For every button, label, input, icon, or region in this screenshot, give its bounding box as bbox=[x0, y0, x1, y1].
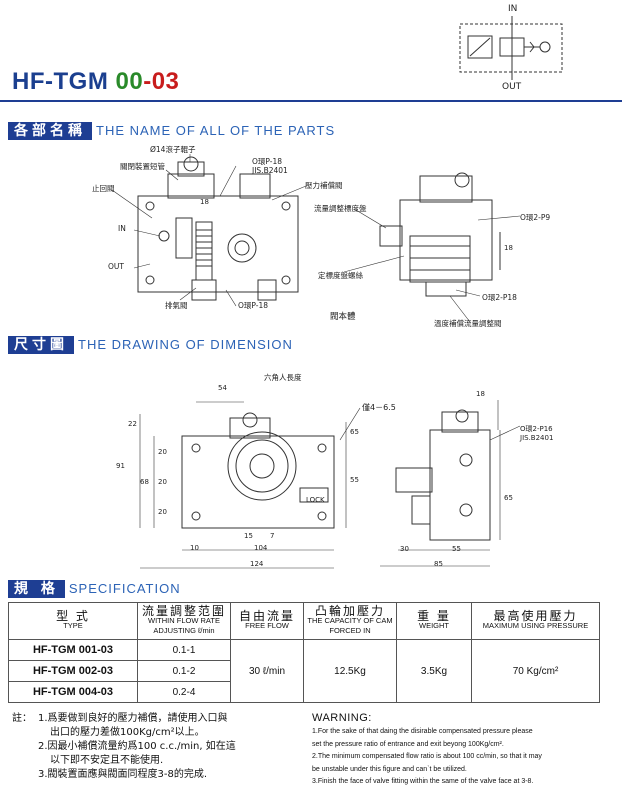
notes-block: 註： 1.爲要做到良好的壓力補償，請使用入口與 出口的壓力差做100Kg/cm²… bbox=[12, 712, 312, 782]
table-row: HF-TGM 002-03 0.1-2 bbox=[8, 660, 600, 682]
dim-15: 15 bbox=[244, 532, 253, 540]
label-oring-p18-top: O環P-18 bbox=[252, 157, 283, 166]
dim-oring-2p16: O環2-P16 bbox=[520, 425, 553, 433]
series-a: 00 bbox=[115, 68, 144, 95]
dim-30: 30 bbox=[400, 545, 409, 553]
dim-85: 85 bbox=[434, 560, 443, 568]
series-dash: - bbox=[143, 68, 152, 95]
section-spec-en: SPECIFICATION bbox=[68, 581, 181, 596]
cell-type: HF-TGM 002-03 bbox=[8, 660, 138, 682]
warning-block: WARNING: 1.For the sake of that daing th… bbox=[312, 712, 618, 789]
section-parts-en: THE NAME OF ALL OF THE PARTS bbox=[96, 123, 336, 138]
label-close-pipe: 關閉裝置短管 bbox=[120, 162, 165, 171]
cell-max-pressure: 70 Kg/cm² bbox=[471, 639, 600, 703]
note-line: 1.爲要做到良好的壓力補償，請使用入口與 bbox=[38, 713, 228, 724]
label-scale-screw: 定標度盤螺絲 bbox=[318, 271, 363, 280]
warning-line: be unstable under this figure and can`t … bbox=[312, 765, 467, 773]
label-pressure-valve: 壓力補償閥 bbox=[305, 181, 343, 190]
warning-line: 3.Finish the face of valve fitting withi… bbox=[312, 778, 534, 785]
section-spec-cjk: 規 格 bbox=[8, 580, 65, 598]
dim-124: 124 bbox=[250, 560, 264, 568]
cell-cam-force: 12.5Kg bbox=[303, 639, 397, 703]
section-dim-en: THE DRAWING OF DIMENSION bbox=[78, 337, 293, 352]
dim-91: 91 bbox=[116, 462, 125, 470]
cell-type: HF-TGM 001-03 bbox=[8, 639, 138, 661]
cell-range: 0.1-1 bbox=[137, 639, 231, 661]
cell-range: 0.2-4 bbox=[137, 681, 231, 703]
symbol-drawing bbox=[459, 16, 563, 80]
section-dim-header: 尺寸圖 THE DRAWING OF DIMENSION bbox=[8, 334, 293, 354]
warning-line: 2.The minimum compensated flow ratio is … bbox=[312, 753, 542, 760]
dim-hex: 六角人長度 bbox=[264, 373, 302, 382]
cell-weight: 3.5Kg bbox=[396, 639, 472, 703]
dim-104: 104 bbox=[254, 544, 268, 552]
cell-type: HF-TGM 004-03 bbox=[8, 681, 138, 703]
label-oring-2p18: O環2-P18 bbox=[482, 293, 517, 302]
label-oring-p18-bot: O環P-18 bbox=[238, 301, 269, 310]
dim-holes: 僅4－6.5 bbox=[362, 403, 396, 412]
label-out: OUT bbox=[108, 262, 124, 271]
parts-drawing bbox=[111, 154, 521, 323]
label-exhaust: 排氣閥 bbox=[165, 301, 188, 310]
product-title: HF-TGM 00-03 bbox=[12, 68, 179, 96]
dim-20c: 20 bbox=[158, 508, 167, 516]
dim-65: 65 bbox=[350, 428, 359, 436]
dim-54: 54 bbox=[218, 384, 227, 392]
hydraulic-symbol: IN OUT bbox=[450, 0, 570, 96]
dim-55-bottom: 55 bbox=[452, 545, 461, 553]
dim-22: 22 bbox=[128, 420, 137, 428]
series-b: 03 bbox=[151, 68, 180, 95]
dim-10: 10 bbox=[190, 544, 199, 552]
warning-line: 1.For the sake of that daing the disirab… bbox=[312, 728, 533, 735]
table-row: HF-TGM 004-03 0.2-4 bbox=[8, 681, 600, 703]
dim-jis2: JIS.B2401 bbox=[520, 434, 554, 442]
label-oring-2p9: O環2-P9 bbox=[520, 213, 551, 222]
section-parts-cjk: 各部名稱 bbox=[8, 122, 92, 140]
label-flow-adj: 流量調整標度盤 bbox=[314, 204, 367, 213]
dim-18-right: 18 bbox=[476, 390, 485, 398]
cell-free-flow: 30 ℓ/min bbox=[230, 639, 304, 703]
dim-20b: 20 bbox=[158, 478, 167, 486]
section-parts-header: 各部名稱 THE NAME OF ALL OF THE PARTS bbox=[8, 120, 336, 140]
label-body: 閥本體 bbox=[330, 312, 356, 322]
warning-title: WARNING: bbox=[312, 712, 372, 724]
warning-line: set the pressure ratio of entrance and e… bbox=[312, 740, 504, 748]
dim-7: 7 bbox=[270, 532, 275, 540]
note-line: 3.閥裝置面應與閥面同程度3-8的完成. bbox=[38, 769, 208, 780]
header-divider bbox=[0, 100, 622, 102]
table-row: HF-TGM 001-03 0.1-1 30 ℓ/min 12.5Kg 3.5K… bbox=[8, 639, 600, 703]
notes-label: 註： bbox=[12, 713, 32, 724]
section-dim-cjk: 尺寸圖 bbox=[8, 336, 74, 354]
label-dim-18-side: 18 bbox=[504, 244, 513, 252]
note-line: 出口的壓力差做100Kg/cm²以上。 bbox=[50, 727, 205, 738]
dim-lock: LOCK bbox=[306, 496, 325, 504]
label-in: IN bbox=[118, 224, 126, 233]
dim-68: 68 bbox=[140, 478, 149, 486]
label-jis: JIS.B2401 bbox=[252, 166, 288, 175]
symbol-in-label: IN bbox=[508, 4, 518, 14]
dim-65-right: 65 bbox=[504, 494, 513, 502]
note-line: 2.因最小補償流量約爲100 c.c./min, 如在這 bbox=[38, 741, 236, 752]
label-dim-18: 18 bbox=[200, 198, 209, 206]
note-line: 以下即不安定且不能使用. bbox=[50, 755, 164, 766]
symbol-out-label: OUT bbox=[502, 82, 522, 92]
label-roller: Ø14滾子輥子 bbox=[150, 145, 196, 154]
model-name: HF-TGM bbox=[12, 68, 109, 95]
dimension-drawing bbox=[139, 400, 521, 569]
dim-20a: 20 bbox=[158, 448, 167, 456]
cell-range: 0.1-2 bbox=[137, 660, 231, 682]
dim-55: 55 bbox=[350, 476, 359, 484]
label-temp-comp: 溫度補償流量調整閥 bbox=[434, 319, 502, 328]
label-check-valve: 止回閥 bbox=[92, 184, 115, 193]
